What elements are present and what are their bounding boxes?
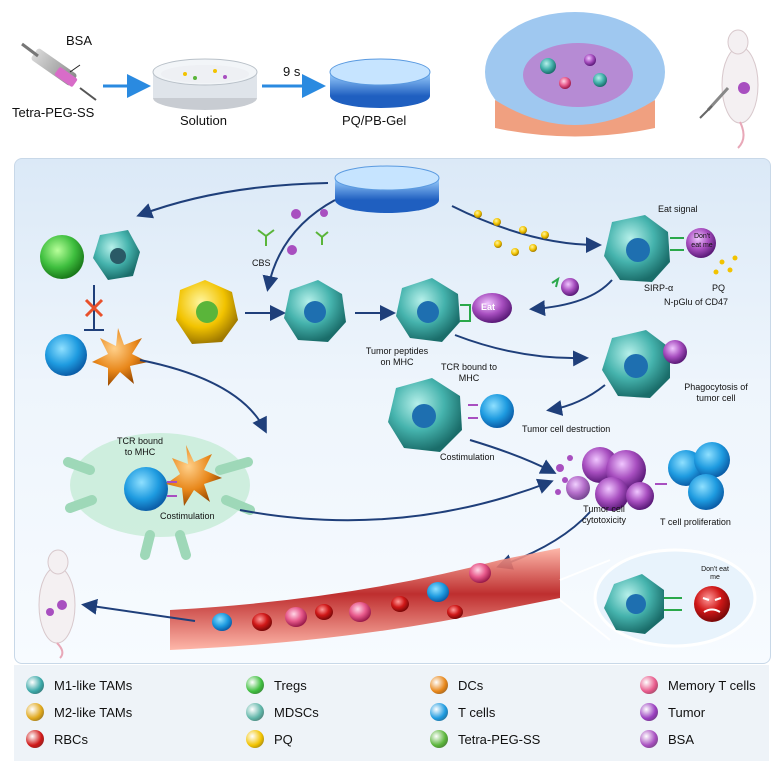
- tetra-peg-icon: [430, 730, 448, 748]
- legend-label: RBCs: [54, 731, 88, 747]
- pq-label-panel: PQ: [712, 283, 726, 293]
- proliferation-label: T cell proliferation: [660, 517, 731, 527]
- eat-label: Eat: [481, 302, 496, 312]
- gel-panel-icon: [334, 165, 440, 213]
- gel-label: PQ/PB-Gel: [342, 113, 407, 128]
- bsa-label: BSA: [66, 33, 93, 48]
- gel-dish-icon: [329, 58, 431, 108]
- mouse-injection-icon: [699, 29, 759, 149]
- tetra-peg-ss-label: Tetra-PEG-SS: [12, 105, 95, 120]
- tumor-icon: [640, 703, 658, 721]
- eat-signal-label: Eat signal: [658, 204, 698, 214]
- legend-label: DCs: [458, 677, 484, 693]
- dont-eat-me-big-label: Don't eat me: [701, 566, 729, 581]
- tcr-bound-label-right: TCR bound to MHC: [440, 362, 498, 383]
- cbs-label: CBS: [252, 258, 271, 268]
- destruction-label: Tumor cell destruction: [522, 424, 611, 434]
- t-cell-right: [480, 394, 514, 428]
- pq-icon: [246, 730, 264, 748]
- costimulation-label-right: Costimulation: [440, 452, 495, 462]
- dc-icon: [430, 676, 448, 694]
- angry-rbc: [694, 586, 730, 622]
- legend-label: M1-like TAMs: [54, 677, 133, 693]
- legend-item: M2-like TAMs: [26, 703, 132, 721]
- npglu-label: N-pGlu of CD47: [664, 297, 729, 307]
- blocked-x-icon: [84, 298, 104, 318]
- solution-label: Solution: [180, 113, 227, 128]
- legend-item: BSA: [640, 730, 694, 748]
- eat-tumor-cell: [472, 293, 512, 323]
- mouse-bottom-icon: [38, 549, 76, 659]
- tcr-bound-label-left: TCR bound to MHC: [116, 436, 164, 457]
- vessel-t-cell-1: [212, 613, 232, 631]
- t-cell-cluster: [668, 442, 730, 510]
- cbs-molecules: [257, 209, 329, 255]
- t-cell-lymph: [124, 467, 168, 511]
- bsa-icon: [640, 730, 658, 748]
- mdsc-icon: [246, 703, 264, 721]
- legend-item: MDSCs: [246, 703, 319, 721]
- legend-label: PQ: [274, 731, 293, 747]
- legend-item: Tetra-PEG-SS: [430, 730, 540, 748]
- legend-item: DCs: [430, 676, 483, 694]
- dont-eat-me-tumor-small: [686, 228, 716, 258]
- sirp-label: SIRP-α: [644, 283, 674, 293]
- legend-item: T cells: [430, 703, 495, 721]
- dc-cell-left: [92, 328, 148, 386]
- dc-cell-lymph: [166, 445, 222, 506]
- syringe-icon: [21, 42, 97, 101]
- legend-label: Tregs: [274, 677, 307, 693]
- legend-label: Memory T cells: [668, 677, 756, 693]
- costimulation-label-left: Costimulation: [160, 511, 215, 521]
- legend-item: PQ: [246, 730, 293, 748]
- legend-item: M1-like TAMs: [26, 676, 132, 694]
- legend-label: BSA: [668, 731, 695, 747]
- t-cell-icon: [430, 703, 448, 721]
- dont-eat-me-small-label: Don't eat me: [691, 233, 713, 249]
- legend-label: MDSCs: [274, 704, 319, 720]
- legend-item: Tumor: [640, 703, 705, 721]
- legend-item: Tregs: [246, 676, 307, 694]
- legend-label: Tumor: [668, 704, 706, 720]
- legend-label: M2-like TAMs: [54, 704, 133, 720]
- treg-cell: [40, 235, 84, 279]
- rbc-icon: [26, 730, 44, 748]
- legend-item: RBCs: [26, 730, 88, 748]
- tumor-cluster: [555, 447, 654, 511]
- tumor-peptides-label: Tumor peptides on MHC: [365, 346, 429, 367]
- legend-item: Memory T cells: [640, 676, 756, 694]
- legend-label: T cells: [458, 704, 496, 720]
- memory-t-icon: [640, 676, 658, 694]
- t-cell-left: [45, 334, 87, 376]
- tumor-injection-closeup: [481, 8, 669, 137]
- legend-label: Tetra-PEG-SS: [458, 731, 541, 747]
- pq-cluster: [713, 255, 738, 275]
- m1-tam-icon: [26, 676, 44, 694]
- solution-dish-icon: [152, 58, 258, 110]
- time-label: 9 s: [283, 64, 301, 79]
- blood-vessel: [170, 548, 560, 650]
- cytotoxicity-label: Tumor cell cytotoxicity: [581, 504, 626, 525]
- phagocytosis-label: Phagocytosis of tumor cell: [684, 382, 748, 403]
- m2-tam-icon: [26, 703, 44, 721]
- pq-dots: [474, 210, 549, 256]
- treg-icon: [246, 676, 264, 694]
